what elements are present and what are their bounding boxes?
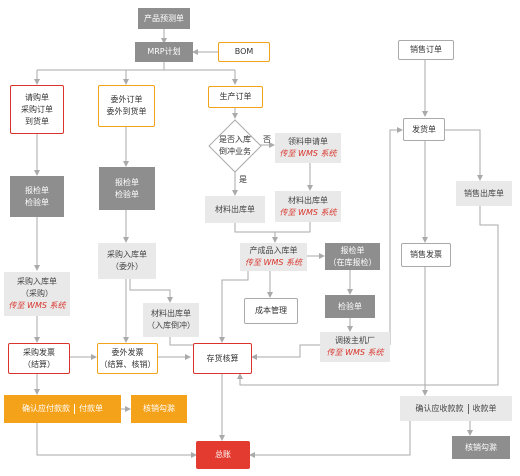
material-out-2-label: 材料出库单 [288, 195, 328, 205]
accounts-receivable-node[interactable]: 确认应收款款 收款单 [400, 396, 512, 421]
inspection-node-1[interactable]: 报检单 检验单 [10, 176, 64, 217]
material-out-node-1[interactable]: 材料出库单 [205, 196, 265, 223]
purchase-invoice-line-1: 采购发票 [23, 347, 55, 357]
ap-payment-label: 付款单 [79, 404, 103, 413]
ar-confirm-label: 确认应收款款 [415, 403, 464, 413]
decision-diamond [208, 119, 262, 173]
backflush-out-line-2: （入库倒冲） [147, 321, 195, 330]
outsource-in-line-1: 采购入库单 [107, 250, 147, 259]
inspection-node-2[interactable]: 报检单 检验单 [99, 167, 155, 210]
mrp-plan-node[interactable]: MRP计划 [135, 42, 193, 62]
outsource-in-line-2: （委外） [111, 262, 143, 271]
backflush-out-line-1: 材料出库单 [151, 309, 191, 318]
product-in-node[interactable]: 产成品入库单 传至 WMS 系统 [240, 243, 307, 271]
accounts-payable-node[interactable]: 确认应付款款 付款单 [4, 395, 121, 423]
material-request-wms: 传至 WMS 系统 [279, 149, 337, 158]
purchase-invoice-line-2: （结算） [23, 359, 55, 369]
material-request-label: 领料申请单 [288, 137, 328, 146]
purchase-in-wms: 传至 WMS 系统 [8, 301, 66, 310]
shipping-node[interactable]: 发货单 [403, 118, 445, 141]
yes-label: 是 [239, 175, 247, 184]
material-out-node-2[interactable]: 材料出库单 传至 WMS 系统 [275, 191, 341, 222]
purchase-request-node[interactable]: 请购单 采购订单 到货单 [10, 85, 64, 134]
product-in-wms: 传至 WMS 系统 [245, 258, 302, 267]
material-out-2-wms: 传至 WMS 系统 [279, 207, 337, 217]
outsource-order-line-2: 委外到货单 [106, 107, 147, 116]
outsource-invoice-node[interactable]: 委外发票 （结算、核销） [97, 343, 158, 374]
purchase-in-line-2: （采购） [21, 289, 53, 298]
inspection-1-line-2: 检验单 [25, 197, 49, 207]
no-label: 否 [263, 135, 271, 144]
decision-line-2: 倒冲业务 [219, 147, 251, 156]
production-order-node[interactable]: 生产订单 [208, 86, 263, 108]
sales-order-node[interactable]: 销售订单 [398, 40, 454, 60]
outsource-invoice-line-2: （结算、核销） [99, 359, 156, 369]
inplace-inspection-node[interactable]: 报检单 （在库报检） [325, 243, 380, 270]
purchase-request-line-3: 到货单 [25, 116, 49, 126]
outsource-order-node[interactable]: 委外订单 委外到货单 [98, 85, 155, 127]
decision-text: 是否入库 倒冲业务 [209, 134, 261, 158]
inspection-1-line-1: 报检单 [25, 185, 49, 195]
forecast-node[interactable]: 产品预测单 [138, 8, 190, 29]
inspection-2-line-1: 报检单 [115, 177, 139, 187]
purchase-in-node[interactable]: 采购入库单 （采购） 传至 WMS 系统 [4, 272, 70, 316]
decision-line-1: 是否入库 [219, 135, 251, 144]
ap-separator [74, 404, 75, 414]
outsource-invoice-line-1: 委外发票 [111, 347, 144, 357]
material-request-node[interactable]: 领料申请单 传至 WMS 系统 [275, 133, 341, 163]
purchase-request-line-1: 请购单 [25, 92, 49, 102]
backflush-out-node[interactable]: 材料出库单 （入库倒冲） [143, 303, 199, 337]
inspection-node-3[interactable]: 检验单 [325, 295, 375, 318]
outsource-order-line-1: 委外订单 [110, 95, 143, 104]
purchase-in-line-1: 采购入库单 [17, 277, 57, 286]
transfer-wms: 传至 WMS 系统 [326, 348, 384, 357]
cost-management-node[interactable]: 成本管理 [244, 298, 298, 324]
transfer-node[interactable]: 调拨主机厂 传至 WMS 系统 [320, 332, 390, 362]
transfer-label: 调拨主机厂 [335, 336, 375, 345]
bom-node[interactable]: BOM [218, 42, 270, 62]
sales-invoice-node[interactable]: 销售发票 [401, 243, 451, 267]
purchase-request-line-2: 采购订单 [21, 104, 53, 114]
outsource-in-node[interactable]: 采购入库单 （委外） [98, 243, 156, 279]
product-in-label: 产成品入库单 [249, 246, 298, 255]
verify-node-1[interactable]: 核销勾滁 [131, 395, 187, 423]
ar-separator [467, 403, 469, 414]
general-ledger-node[interactable]: 总账 [196, 441, 250, 469]
inventory-accounting-node[interactable]: 存货核算 [193, 343, 252, 374]
purchase-invoice-node[interactable]: 采购发票 （结算） [8, 343, 70, 374]
ar-receipt-label: 收款单 [472, 403, 497, 413]
inplace-inspection-line-2: （在库报检） [328, 257, 377, 267]
inspection-2-line-2: 检验单 [115, 189, 139, 199]
ap-confirm-label: 确认应付款款 [22, 404, 70, 413]
verify-node-2[interactable]: 核销勾滁 [452, 436, 510, 459]
sales-out-node[interactable]: 销售出库单 [456, 181, 512, 206]
inplace-inspection-line-1: 报检单 [340, 245, 365, 255]
